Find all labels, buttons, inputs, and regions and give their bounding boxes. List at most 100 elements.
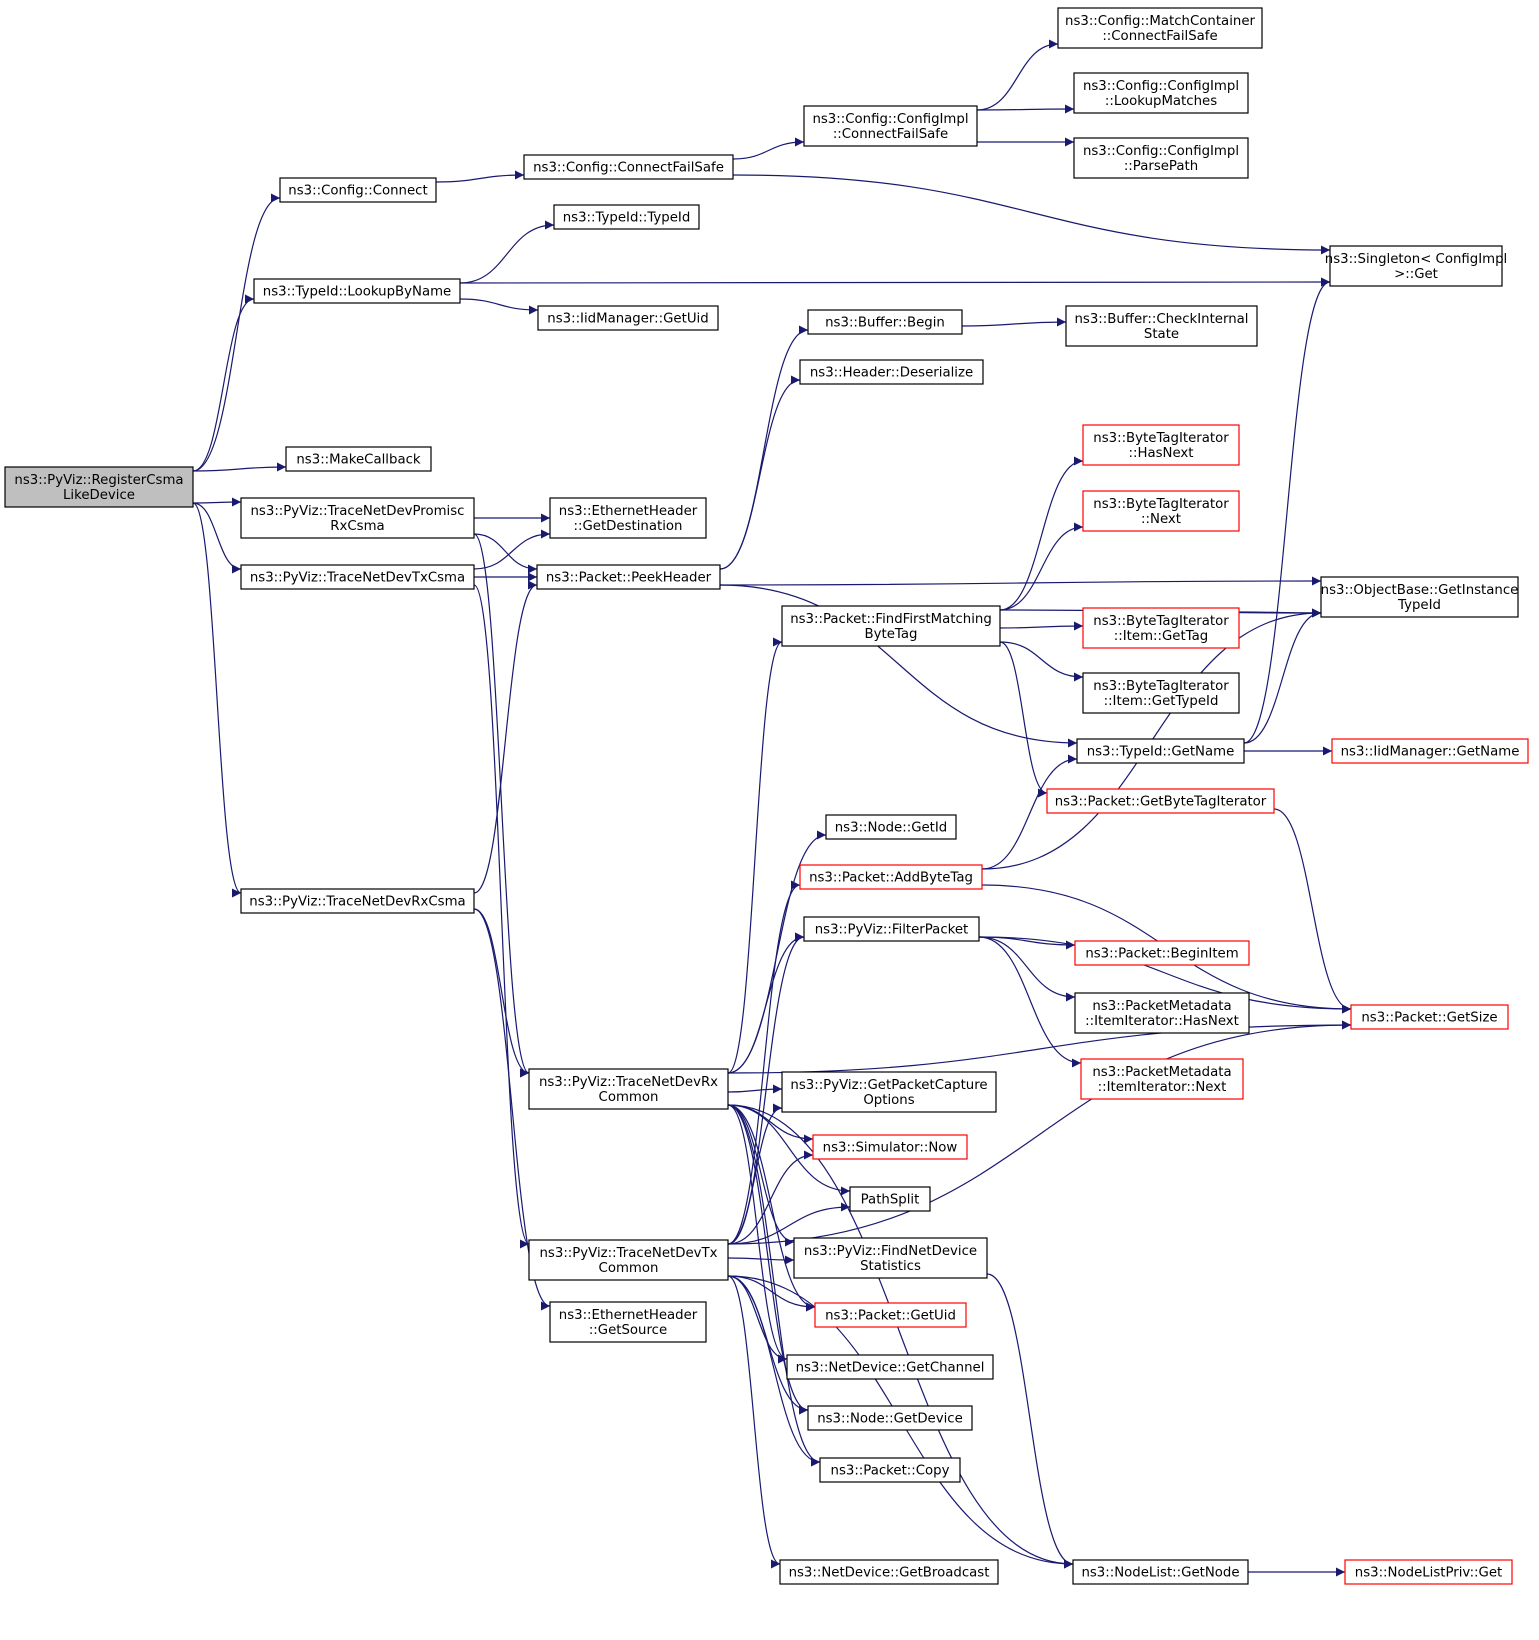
graph-node-box [799,359,984,385]
graph-node-label: ::ConnectFailSafe [1102,29,1217,44]
edge-findNetDevStats-to-nodeListGetNode [986,1273,1074,1569]
graph-node-lookupByName[interactable]: ns3::TypeId::LookupByName [253,278,461,304]
graph-node-box [1320,576,1519,618]
edge-path [727,1104,1074,1569]
graph-node-btiNext[interactable]: ns3::ByteTagIterator::Next [1082,490,1240,532]
graph-node-ethGetDest[interactable]: ns3::EthernetHeader::GetDestination [549,497,707,539]
graph-node-lookupMatches[interactable]: ns3::Config::ConfigImpl::LookupMatches [1073,72,1249,114]
edge-filterPacket-to-pktGetSize [978,936,1352,1014]
edge-path [981,754,1078,870]
graph-node-box [799,864,983,890]
edge-root-to-makeCallback [192,462,287,472]
graph-node-nodeListGetNode[interactable]: ns3::NodeList::GetNode [1072,1559,1249,1585]
edge-lookupByName-to-singletonGet [459,277,1331,287]
graph-node-filterPacket[interactable]: ns3::PyViz::FilterPacket [803,916,980,942]
graph-node-box [803,105,978,147]
graph-node-box [812,1134,968,1160]
graph-node-connect[interactable]: ns3::Config::Connect [279,177,437,203]
edge-path [459,298,539,315]
edge-path [727,932,805,1074]
edge-lookupByName-to-iidGetUid [459,298,539,315]
graph-node-btiGetTag[interactable]: ns3::ByteTagIterator::Item::GetTag [1082,607,1240,649]
edge-path [473,533,538,574]
edge-path [727,1103,783,1245]
graph-node-box [549,1301,707,1343]
edge-cfgImplConnect-to-matchCont [976,39,1059,111]
graph-node-typeIdGetName[interactable]: ns3::TypeId::GetName [1076,738,1245,764]
graph-node-singletonGet[interactable]: ns3::Singleton< ConfigImpl >::Get [1325,245,1507,287]
graph-node-pktGetUid[interactable]: ns3::Packet::GetUid [814,1302,967,1328]
graph-node-typeIdCtor[interactable]: ns3::TypeId::TypeId [553,204,700,230]
graph-node-label: ns3::NetDevice::GetChannel [796,1361,985,1376]
edge-path [727,1104,851,1196]
edge-rxCommon-to-pktGetUid [727,1104,816,1312]
edge-txCsma-to-ethGetDest [473,529,551,570]
graph-node-box [536,564,721,590]
graph-node-parsePath[interactable]: ns3::Config::ConfigImpl::ParsePath [1073,137,1249,179]
graph-node-pmNext[interactable]: ns3::PacketMetadata::ItemIterator::Next [1080,1058,1244,1100]
graph-node-nodeGetId[interactable]: ns3::Node::GetId [825,814,957,840]
graph-node-beginItem[interactable]: ns3::Packet::BeginItem [1074,940,1250,966]
graph-node-pmHasNext[interactable]: ns3::PacketMetadata::ItemIterator::HasNe… [1074,992,1250,1034]
edge-rxCommon-to-getChannel [727,1104,788,1364]
edge-root-to-rxCsma [192,502,242,898]
graph-node-getBroadcast[interactable]: ns3::NetDevice::GetBroadcast [779,1559,999,1585]
graph-node-iidGetUid[interactable]: ns3::IidManager::GetUid [537,305,719,331]
graph-node-pktGetSize[interactable]: ns3::Packet::GetSize [1350,1004,1509,1030]
graph-node-cfgImplConnect[interactable]: ns3::Config::ConfigImpl::ConnectFailSafe [803,105,978,147]
graph-node-label: ::Item::GetTypeId [1104,694,1219,709]
graph-node-nodeGetDevice[interactable]: ns3::Node::GetDevice [807,1405,973,1431]
graph-node-addByteTag[interactable]: ns3::Packet::AddByteTag [799,864,983,890]
edge-path [986,1273,1074,1569]
graph-node-label: ns3::PyViz::TraceNetDevTx [540,1246,718,1261]
edge-path [192,502,242,574]
graph-node-btiGetTypeId[interactable]: ns3::ByteTagIterator::Item::GetTypeId [1082,672,1240,714]
graph-node-box [553,204,700,230]
edge-cfgImplConnect-to-lookupMatches [976,104,1075,114]
graph-node-label: ns3::Packet::GetSize [1361,1011,1497,1026]
graph-node-bufBegin[interactable]: ns3::Buffer::Begin [807,309,963,335]
edge-path [727,1202,851,1245]
edge-txCommon-to-addByteTag [727,880,801,1245]
edge-peekHeader-to-bufBegin [719,325,809,570]
graph-node-label: ns3::PyViz::TraceNetDevTxCsma [250,571,465,586]
graph-node-box [1057,7,1263,49]
graph-node-txCsma[interactable]: ns3::PyViz::TraceNetDevTxCsma [240,564,475,590]
graph-node-connectFailSafe[interactable]: ns3::Config::ConnectFailSafe [523,154,734,180]
graph-node-box [240,564,475,590]
graph-node-label: ns3::Packet::GetUid [825,1309,956,1324]
graph-node-makeCallback[interactable]: ns3::MakeCallback [285,446,432,472]
graph-node-peekHeader[interactable]: ns3::Packet::PeekHeader [536,564,721,590]
graph-node-box [781,1071,997,1113]
graph-node-rxCsma[interactable]: ns3::PyViz::TraceNetDevRxCsma [240,888,475,914]
graph-node-label: ByteTag [865,627,918,642]
graph-node-pathSplit[interactable]: PathSplit [849,1186,931,1212]
graph-node-label: ns3::Singleton< ConfigImpl [1325,252,1507,267]
graph-node-label: ns3::Packet::BeginItem [1085,947,1238,962]
graph-node-getChannel[interactable]: ns3::NetDevice::GetChannel [786,1354,994,1380]
graph-node-nodeListPrivGet[interactable]: ns3::NodeListPriv::Get [1344,1559,1513,1585]
graph-node-box [1065,305,1258,347]
edge-findFirst-to-btiGetTypeId [999,641,1084,682]
graph-node-hdrDeser[interactable]: ns3::Header::Deserialize [799,359,984,385]
graph-node-simNow[interactable]: ns3::Simulator::Now [812,1134,968,1160]
graph-node-iidGetName[interactable]: ns3::IidManager::GetName [1331,738,1529,764]
graph-node-ethGetSrc[interactable]: ns3::EthernetHeader::GetSource [549,1301,707,1343]
graph-node-label: LikeDevice [63,488,135,503]
edge-path [1243,277,1331,744]
graph-node-btiHasNext[interactable]: ns3::ByteTagIterator::HasNext [1082,424,1240,466]
graph-node-getBTI[interactable]: ns3::Packet::GetByteTagIterator [1046,788,1275,814]
edge-typeIdGetName-to-singletonGet [1243,277,1331,744]
graph-node-matchCont[interactable]: ns3::Config::MatchContainer::ConnectFail… [1057,7,1263,49]
graph-node-pktCopy[interactable]: ns3::Packet::Copy [819,1457,961,1483]
graph-node-box [1073,72,1249,114]
